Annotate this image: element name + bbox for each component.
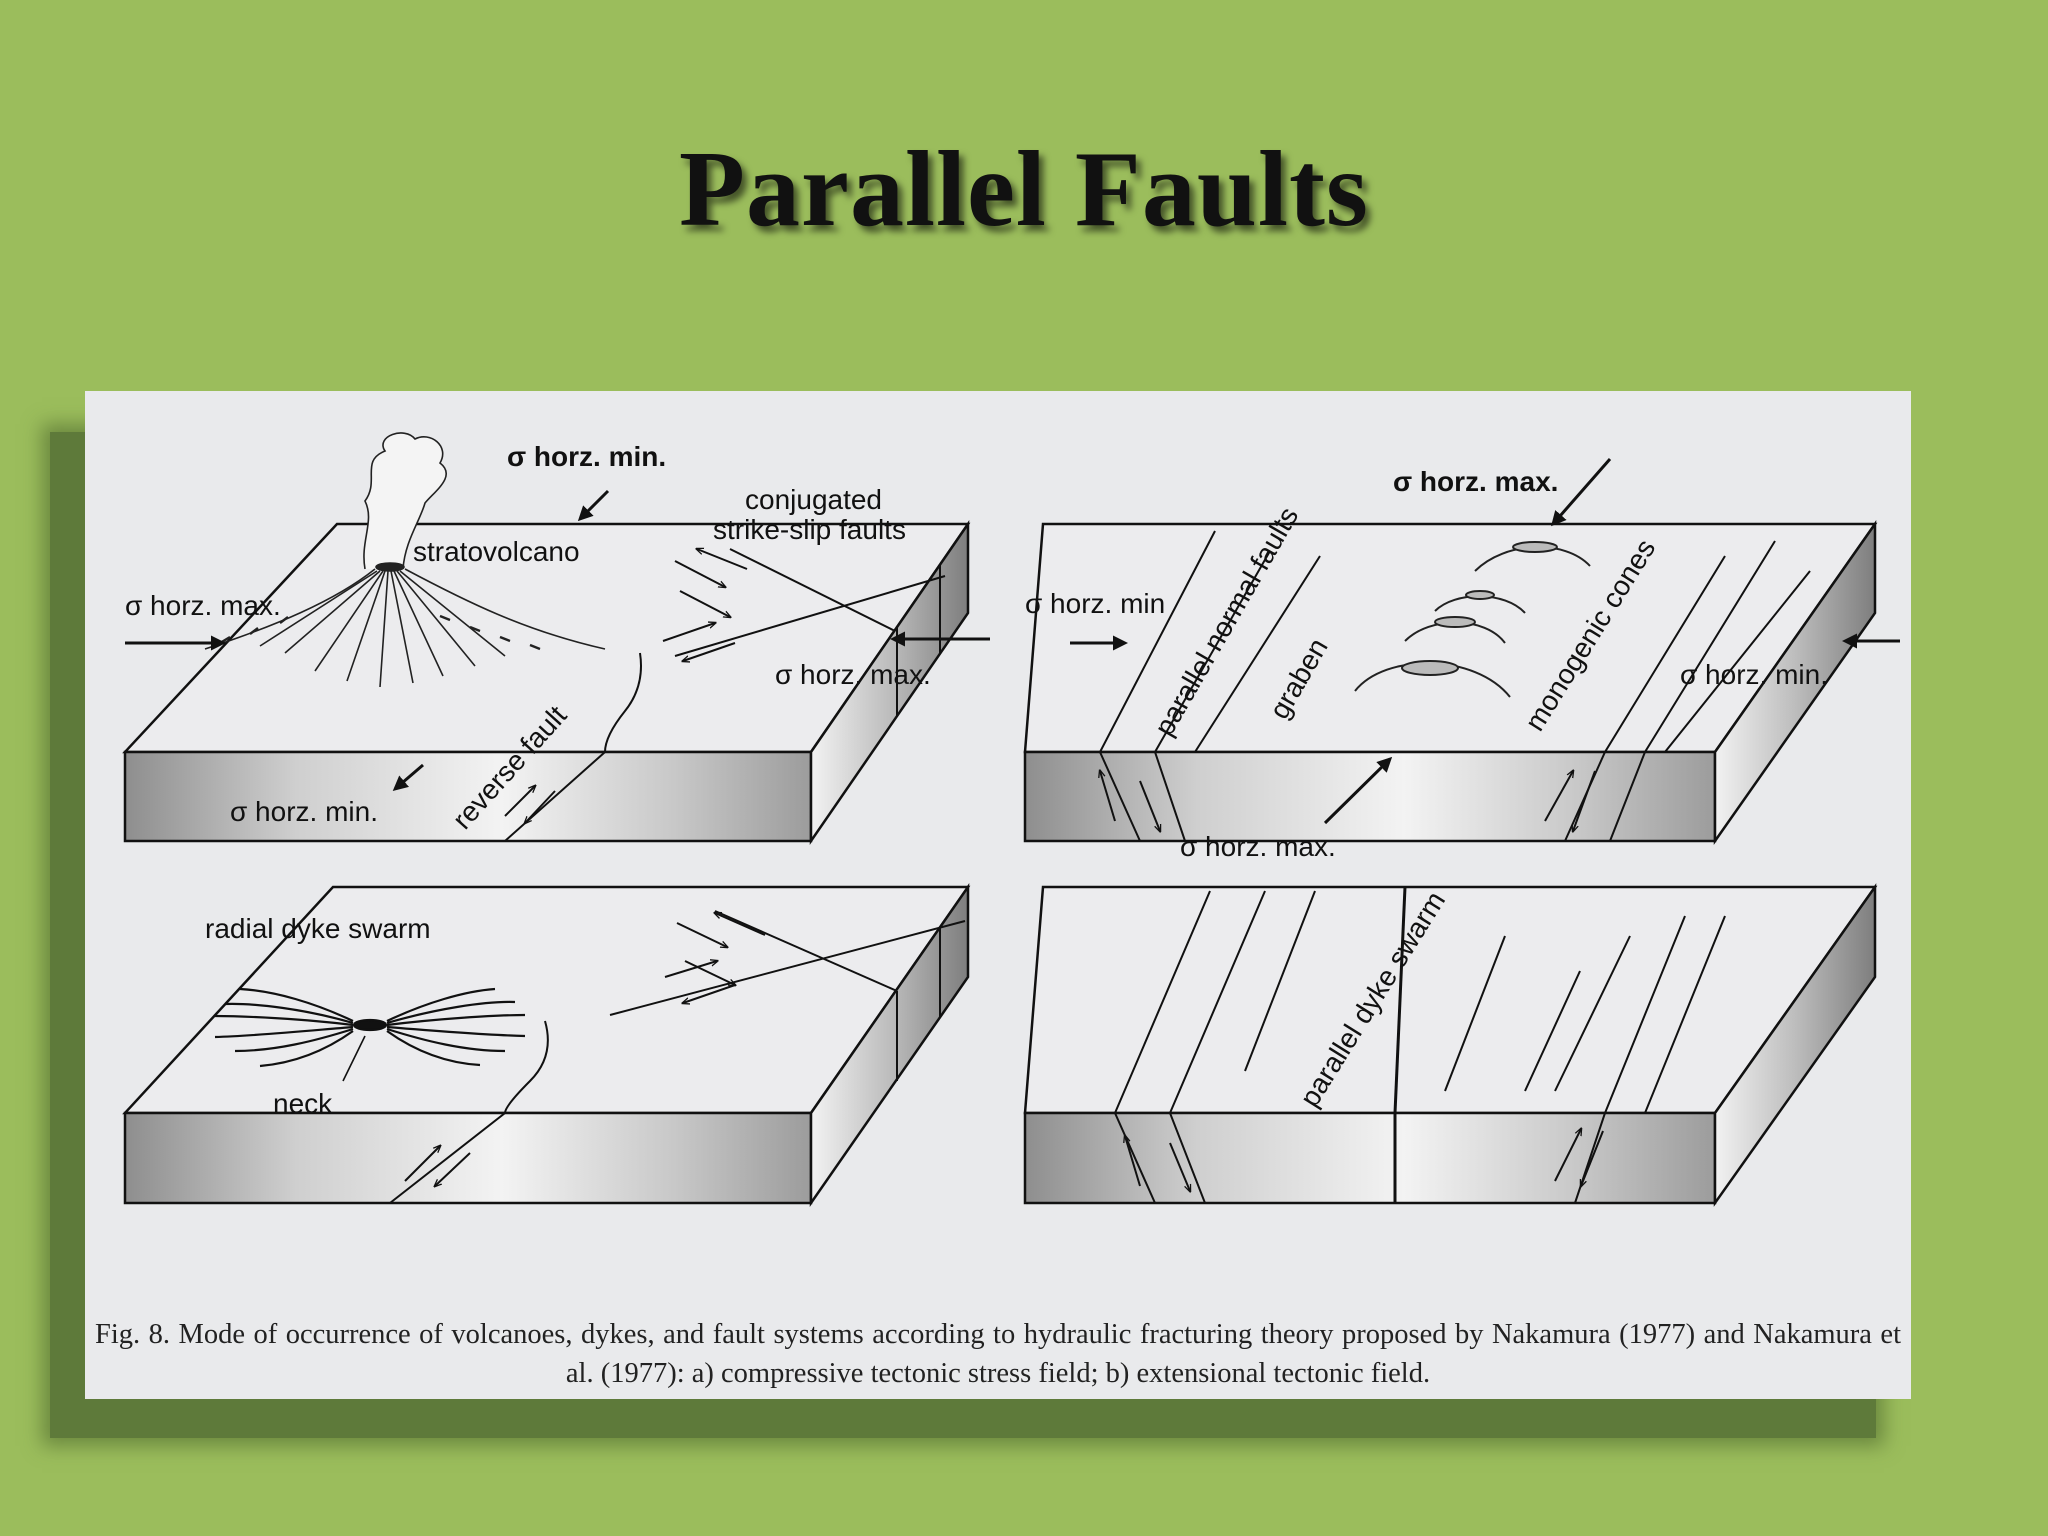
label-horz-max-bottom-b: σ horz. max.: [1180, 831, 1336, 862]
slip-arrows-b: [404, 913, 766, 1186]
block-compressive-top: [122, 519, 971, 846]
label-horz-min-left-b: σ horz. min: [1025, 588, 1165, 619]
slip-arrows-a: [504, 549, 748, 823]
fault-diagram: σ horz. min. stratovolcano conjugated st…: [122, 432, 1900, 1207]
block-compressive-bottom: [122, 883, 971, 1207]
label-horz-min-right-b: σ horz. min.: [1680, 659, 1828, 690]
label-stratovolcano: stratovolcano: [413, 536, 580, 567]
label-conjugated: conjugated: [745, 484, 882, 515]
label-horz-max-left: σ horz. max.: [125, 590, 281, 621]
label-horz-max-top-b: σ horz. max.: [1393, 466, 1558, 497]
label-neck: neck: [273, 1088, 333, 1119]
slip-arrows-c: [1100, 771, 1596, 831]
label-horz-min-top: σ horz. min.: [507, 441, 666, 472]
label-horz-max-right: σ horz. max.: [775, 659, 931, 690]
monogenic-cones-icon: [1354, 541, 1591, 698]
stress-arrows-c: [1070, 458, 1900, 825]
block-extensional-bottom: [1023, 883, 1878, 1207]
block-extensional-top: [1023, 520, 1878, 845]
slip-arrows-d: [1125, 1129, 1604, 1191]
label-horz-min-bottom: σ horz. min.: [230, 796, 378, 827]
figure-panel: σ horz. min. stratovolcano conjugated st…: [85, 391, 1911, 1399]
label-radial-dyke-swarm: radial dyke swarm: [205, 913, 431, 944]
figure-caption: Fig. 8. Mode of occurrence of volcanoes,…: [95, 1319, 1901, 1389]
slide-title: Parallel Faults: [679, 130, 1369, 249]
radial-dyke-swarm-icon: [214, 987, 526, 1082]
stress-arrows-a: [125, 489, 990, 791]
label-strike-slip: strike-slip faults: [713, 514, 906, 545]
